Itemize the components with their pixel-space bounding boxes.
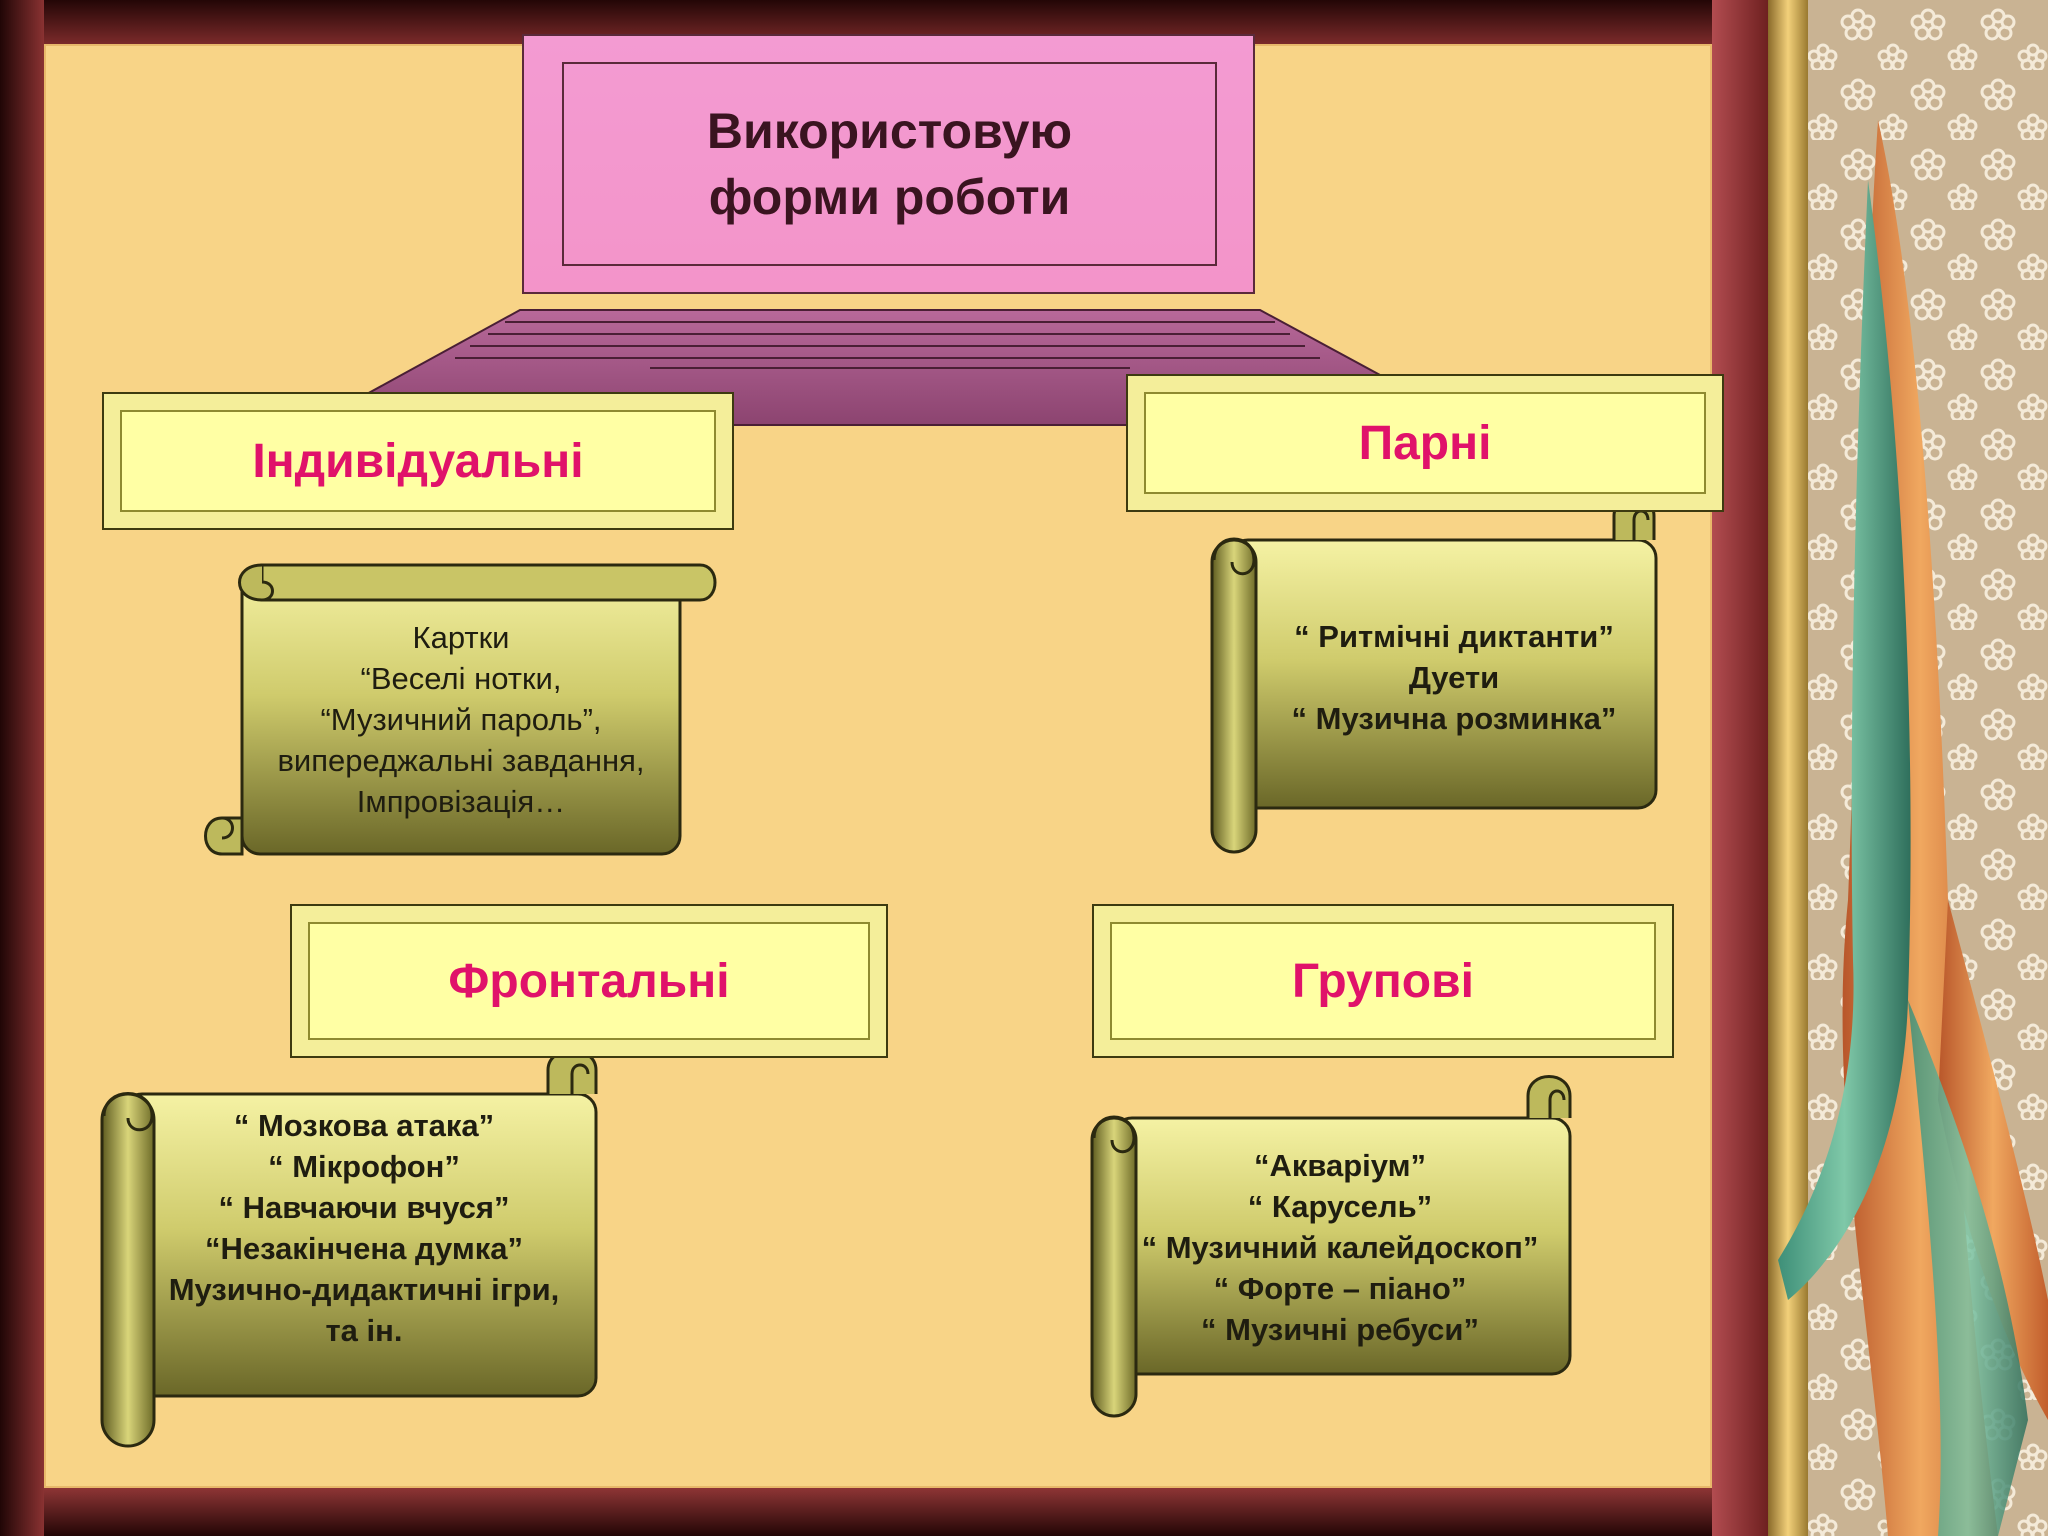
category-individual-label: Індивідуальні [252,434,584,488]
scroll-frontal-line: “ Мозкова атака” [233,1108,495,1143]
scroll-individual-line: “Веселі нотки, [360,660,562,696]
scroll-frontal-text: “ Мозкова атака” “ Мікрофон” “ Навчаючи … [144,1098,584,1358]
scroll-group-line: “ Музичні ребуси” [1201,1311,1479,1347]
decorative-ribbons-graphic [1768,0,2048,1536]
category-frontal-label: Фронтальні [448,954,730,1008]
category-pair: Парні [1126,374,1724,512]
scroll-individual-line: Картки [412,619,510,655]
decorative-side-panel [1768,0,2048,1536]
scroll-individual-line: Імпровізація… [356,783,566,819]
header-title: Використовую форми роботи [562,62,1217,266]
scroll-frontal-line: “Незакінчена думка” [204,1231,524,1266]
category-frontal: Фронтальні [290,904,888,1058]
scroll-individual-line: випереджальні завдання, [277,742,645,778]
scroll-group-text: “Акваріум” “ Карусель” “ Музичний калейд… [1116,1140,1564,1354]
category-group-label: Групові [1292,954,1474,1008]
scroll-frontal-line: “ Навчаючи вчуся” [218,1190,510,1225]
frame-left-edge [0,0,44,1536]
header-box: Використовую форми роботи [522,34,1255,294]
scroll-pair-text: “ Ритмічні диктанти” Дуети “ Музична роз… [1256,592,1652,762]
scroll-group-line: “ Карусель” [1247,1188,1433,1224]
frame-right-edge [1712,0,1768,1536]
category-pair-label: Парні [1358,416,1492,470]
scroll-individual-line: “Музичний пароль”, [320,701,602,737]
scroll-group-line: “ Музичний калейдоскоп” [1141,1229,1539,1265]
frame-bottom-edge [0,1488,1768,1536]
scroll-pair-line: “ Музична розминка” [1291,700,1617,736]
header-line-2: форми роботи [708,169,1071,225]
scroll-frontal-line: “ Мікрофон” [268,1149,460,1184]
scroll-pair-line: Дуети [1408,659,1500,695]
scroll-group-line: “Акваріум” [1253,1147,1427,1183]
header-line-1: Використовую [706,103,1073,159]
scroll-group-line: “ Форте – піано” [1213,1270,1467,1306]
scroll-pair-line: “ Ритмічні диктанти” [1294,618,1614,654]
category-group: Групові [1092,904,1674,1058]
category-individual: Індивідуальні [102,392,734,530]
scroll-frontal-line: та ін. [325,1313,403,1348]
scroll-frontal-line: Музично-дидактичні ігри, [168,1272,560,1307]
scroll-individual-text: Картки “Веселі нотки, “Музичний пароль”,… [250,612,672,826]
